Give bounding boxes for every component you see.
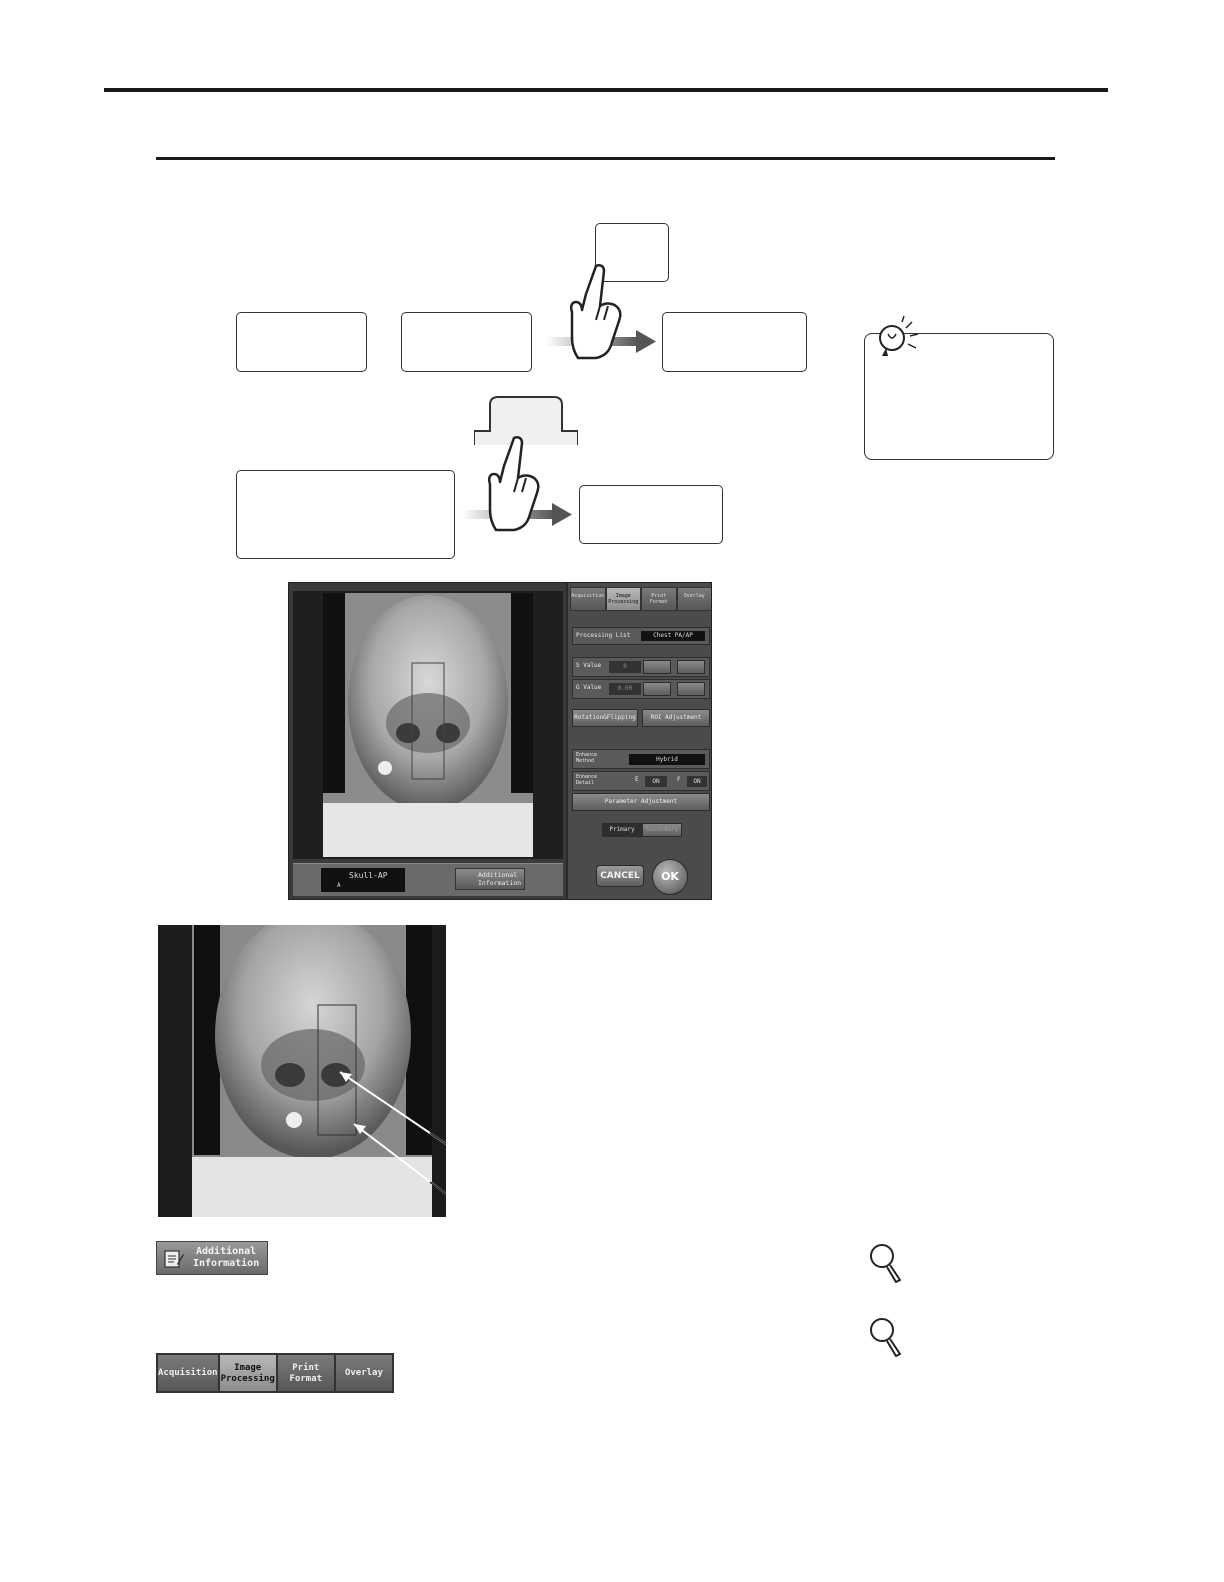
flow-tab-button — [473, 395, 579, 447]
tab-image-processing[interactable]: Image Processing — [605, 587, 641, 611]
flow-box-3 — [662, 312, 807, 372]
hint-lightbulb-icon — [879, 315, 919, 356]
enhance-f-value[interactable]: ON — [687, 776, 707, 787]
tab-overlay-large[interactable]: Overlay — [334, 1354, 393, 1392]
s-value-row: S Value 0 — [572, 657, 710, 677]
roi-callout-lines — [339, 1071, 447, 1195]
flow-box-button — [595, 223, 669, 282]
roi-xray-image — [158, 925, 446, 1217]
enhance-method-value[interactable]: Hybrid — [629, 754, 705, 765]
ok-button[interactable]: OK — [652, 859, 688, 895]
settings-panel: Acquisition Image Processing Print Forma… — [566, 583, 711, 899]
exam-sub: A — [337, 882, 341, 889]
image-processing-screen: Skull-AP A Additional Information Acquis… — [288, 582, 712, 900]
settings-tabs: Acquisition Image Processing Print Forma… — [570, 587, 711, 611]
flow-box-5 — [579, 485, 723, 544]
flow-box-1 — [236, 312, 367, 372]
g-value: 0.00 — [609, 683, 641, 695]
s-value: 0 — [609, 661, 641, 673]
parameter-adjustment-button[interactable]: Parameter Adjustment — [572, 793, 710, 811]
additional-information-button[interactable]: Additional Information — [455, 868, 525, 890]
g-value-row: G Value 0.00 — [572, 679, 710, 699]
magnifier-icon-2 — [870, 1318, 901, 1357]
flow-box-4 — [236, 470, 455, 559]
additional-information-label: Additional Information — [478, 871, 522, 887]
roi-adjustment-button[interactable]: ROI Adjustment — [642, 709, 710, 727]
enhance-f-label: F — [677, 776, 681, 783]
section-rule — [156, 157, 1055, 160]
pointing-hand-icon-2 — [487, 435, 540, 532]
additional-information-large-label: Additional Information — [193, 1246, 260, 1269]
skull-xray-image — [323, 593, 533, 857]
s-value-label: S Value — [576, 662, 602, 669]
enhance-e-label: E — [635, 776, 639, 783]
processing-list-value: Chest PA/AP — [641, 631, 705, 641]
secondary-button[interactable]: Secondary — [642, 823, 682, 837]
magnifier-icon — [870, 1244, 901, 1283]
processing-list-row[interactable]: Processing List Chest PA/AP — [572, 627, 710, 645]
settings-tabs-large: Acquisition Image Processing Print Forma… — [156, 1353, 394, 1393]
exam-name: Skull-AP — [349, 871, 388, 880]
pointing-hand-icon — [569, 263, 622, 360]
enhance-e-value[interactable]: ON — [645, 776, 667, 787]
tab-acquisition-large[interactable]: Acquisition — [157, 1354, 219, 1392]
tab-image-processing-large[interactable]: Image Processing — [218, 1354, 277, 1392]
processing-list-label: Processing List — [576, 632, 631, 639]
g-value-label: G Value — [576, 684, 602, 691]
tab-overlay[interactable]: Overlay — [676, 587, 711, 611]
tab-acquisition[interactable]: Acquisition — [570, 587, 606, 611]
rotation-flipping-button[interactable]: Rotation&Flipping — [572, 709, 638, 727]
enhance-method-row: Enhance Method Hybrid — [572, 749, 710, 769]
exam-info: Skull-AP A — [321, 868, 405, 892]
tab-print-format-large[interactable]: Print Format — [276, 1354, 335, 1392]
enhance-method-label: Enhance Method — [576, 752, 598, 764]
g-value-down-button[interactable] — [643, 682, 671, 696]
note-pad-icon — [164, 1250, 184, 1268]
enhance-detail-row: Enhance Detail E ON F ON — [572, 771, 710, 791]
top-rule — [104, 88, 1108, 92]
enhance-detail-label: Enhance Detail — [576, 774, 598, 786]
cancel-button[interactable]: CANCEL — [596, 865, 644, 887]
s-value-down-button[interactable] — [643, 660, 671, 674]
tab-print-format[interactable]: Print Format — [641, 587, 677, 611]
s-value-up-button[interactable] — [677, 660, 705, 674]
hint-box — [864, 333, 1054, 460]
additional-information-button-large[interactable]: Additional Information — [156, 1241, 268, 1275]
exam-info-bar: Skull-AP A Additional Information — [293, 863, 563, 896]
g-value-up-button[interactable] — [677, 682, 705, 696]
preview-image-area — [293, 591, 563, 859]
flow-box-2 — [401, 312, 532, 372]
primary-button[interactable]: Primary — [602, 823, 642, 837]
